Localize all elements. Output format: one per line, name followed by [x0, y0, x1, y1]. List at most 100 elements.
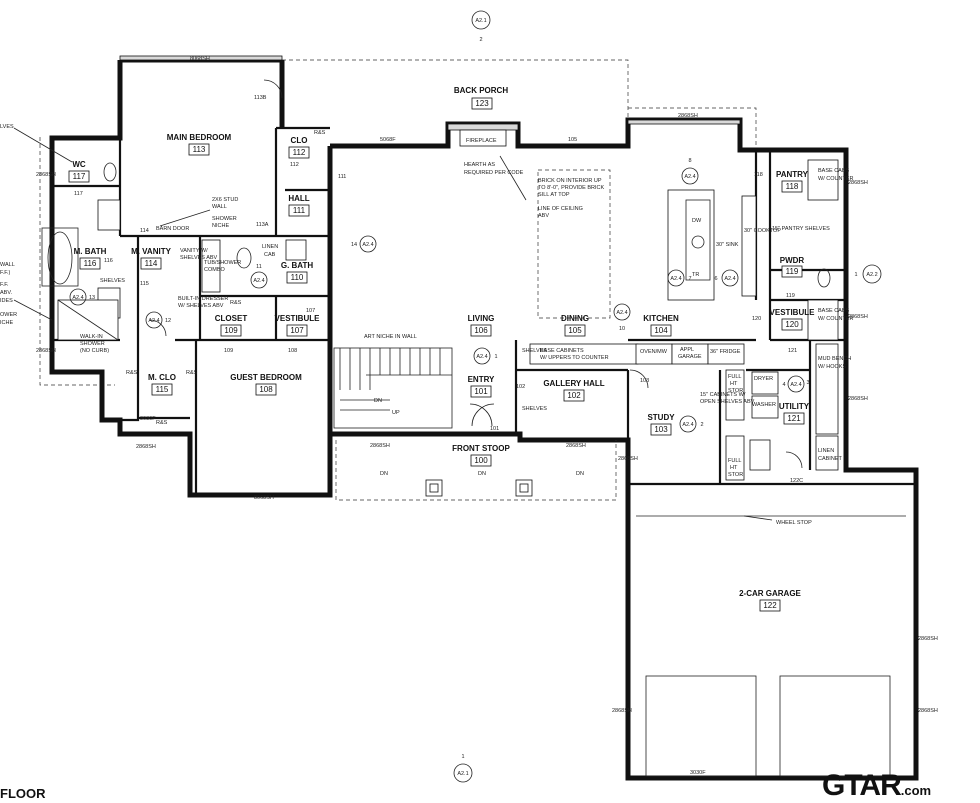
room-label: LIVING	[468, 314, 495, 323]
svg-text:LVES: LVES	[0, 124, 14, 130]
svg-text:W/ SHELVES ABV: W/ SHELVES ABV	[178, 303, 224, 309]
svg-text:ABV.: ABV.	[0, 290, 13, 296]
svg-text:2868SH: 2868SH	[36, 348, 56, 354]
svg-text:BASE CABS: BASE CABS	[818, 308, 850, 314]
svg-text:112: 112	[293, 148, 306, 157]
svg-text:R&S: R&S	[126, 370, 138, 376]
window-tags: 8068SH 5068F 2868SH 2868SH 2868SH 2868SH…	[36, 56, 938, 776]
room-label: GUEST BEDROOM	[230, 373, 302, 382]
svg-text:BASE CABINETS: BASE CABINETS	[540, 348, 584, 354]
svg-text:119: 119	[786, 293, 795, 299]
room-label: CLOSET	[215, 314, 248, 323]
svg-text:120: 120	[752, 316, 761, 322]
svg-text:WALL: WALL	[212, 204, 227, 210]
svg-text:FIREPLACE: FIREPLACE	[466, 138, 497, 144]
svg-text:121: 121	[788, 348, 797, 354]
svg-text:HT: HT	[730, 465, 738, 471]
svg-text:101: 101	[474, 387, 488, 396]
svg-text:A2.1: A2.1	[457, 771, 468, 777]
svg-text:3030F: 3030F	[690, 770, 706, 776]
room-label: VESTIBULE	[275, 314, 321, 323]
svg-text:109: 109	[224, 348, 233, 354]
svg-text:F.F.): F.F.)	[0, 270, 11, 276]
svg-text:MUD BENCH: MUD BENCH	[818, 356, 851, 362]
svg-text:SHELVES: SHELVES	[522, 348, 547, 354]
svg-text:BUILT-IN DRESSER: BUILT-IN DRESSER	[178, 296, 228, 302]
svg-text:2X6 STUD: 2X6 STUD	[212, 197, 238, 203]
svg-text:14: 14	[351, 242, 357, 248]
svg-text:R&S: R&S	[156, 420, 168, 426]
room-labels: BACK PORCH 123 MAIN BEDROOM 113 WC 117 C…	[68, 86, 816, 612]
room-label: M. VANITY	[131, 247, 172, 256]
svg-text:TR: TR	[692, 272, 699, 278]
washer	[751, 395, 779, 419]
svg-text:116: 116	[84, 259, 97, 268]
svg-text:107: 107	[306, 308, 315, 314]
svg-text:IDES: IDES	[0, 298, 13, 304]
svg-text:116: 116	[104, 258, 113, 264]
svg-text:A2.4: A2.4	[790, 382, 801, 388]
svg-text:2868SH: 2868SH	[36, 172, 56, 178]
svg-text:103: 103	[654, 425, 668, 434]
svg-text:DN: DN	[380, 471, 388, 477]
room-label: ENTRY	[468, 375, 495, 384]
svg-text:100: 100	[474, 456, 488, 465]
svg-text:106: 106	[474, 326, 488, 335]
room-label: M. BATH	[74, 247, 107, 256]
svg-text:113A: 113A	[256, 222, 269, 228]
svg-text:SHELVES: SHELVES	[100, 278, 125, 284]
room-label: VESTIBULE	[770, 308, 816, 317]
svg-text:W/ COUNTER: W/ COUNTER	[818, 176, 853, 182]
svg-text:ICHE: ICHE	[0, 320, 13, 326]
svg-text:NICHE: NICHE	[212, 223, 229, 229]
svg-text:2868SH: 2868SH	[136, 444, 156, 450]
room-label: WC	[72, 160, 86, 169]
svg-text:BRICK ON INTERIOR UP: BRICK ON INTERIOR UP	[538, 178, 602, 184]
svg-text:REQUIRED PER CODE: REQUIRED PER CODE	[464, 170, 524, 176]
svg-text:122C: 122C	[790, 478, 803, 484]
svg-text:DN: DN	[374, 398, 382, 404]
svg-text:A2.4: A2.4	[362, 242, 373, 248]
svg-text:(NO CURB): (NO CURB)	[80, 348, 109, 354]
svg-text:VANITY W/: VANITY W/	[180, 248, 208, 254]
svg-text:A2.4: A2.4	[684, 174, 695, 180]
svg-text:5068F: 5068F	[380, 137, 396, 143]
svg-text:SHOWER: SHOWER	[212, 216, 237, 222]
site-logo: GTAR.com	[822, 769, 932, 802]
svg-text:A2.4: A2.4	[253, 278, 264, 284]
svg-text:2868SH: 2868SH	[618, 456, 638, 462]
svg-text:A2.2: A2.2	[866, 272, 877, 278]
svg-text:STOR: STOR	[728, 388, 743, 394]
svg-text:HT: HT	[730, 381, 738, 387]
svg-text:A2.4: A2.4	[148, 318, 159, 324]
svg-text:115: 115	[140, 281, 149, 287]
svg-text:36" FRIDGE: 36" FRIDGE	[710, 349, 741, 355]
dryer	[751, 371, 779, 395]
svg-text:FULL: FULL	[728, 374, 741, 380]
tub	[47, 231, 73, 285]
svg-text:A2.4: A2.4	[724, 276, 735, 282]
room-label: GALLERY HALL	[543, 379, 604, 388]
svg-text:118: 118	[754, 172, 763, 178]
base-cabs	[807, 159, 839, 201]
svg-text:BASE CABS: BASE CABS	[818, 168, 850, 174]
cooktop-counter	[741, 195, 757, 297]
room-label: HALL	[288, 194, 309, 203]
room-label: UTILITY	[779, 402, 810, 411]
stair	[333, 347, 453, 429]
fireplace	[459, 129, 507, 147]
svg-text:ART NICHE IN WALL: ART NICHE IN WALL	[364, 334, 417, 340]
svg-text:114: 114	[145, 259, 158, 268]
svg-text:STOR: STOR	[728, 472, 743, 478]
svg-text:LINEN: LINEN	[262, 244, 278, 250]
svg-text:7: 7	[688, 276, 691, 282]
svg-text:102: 102	[567, 391, 581, 400]
svg-text:2868SH: 2868SH	[566, 443, 586, 449]
room-label: MAIN BEDROOM	[167, 133, 232, 142]
svg-text:HEARTH AS: HEARTH AS	[464, 162, 495, 168]
room-label: PWDR	[780, 256, 805, 265]
svg-text:112: 112	[290, 162, 299, 168]
svg-text:2868SH: 2868SH	[848, 180, 868, 186]
svg-text:SHOWER: SHOWER	[80, 341, 105, 347]
